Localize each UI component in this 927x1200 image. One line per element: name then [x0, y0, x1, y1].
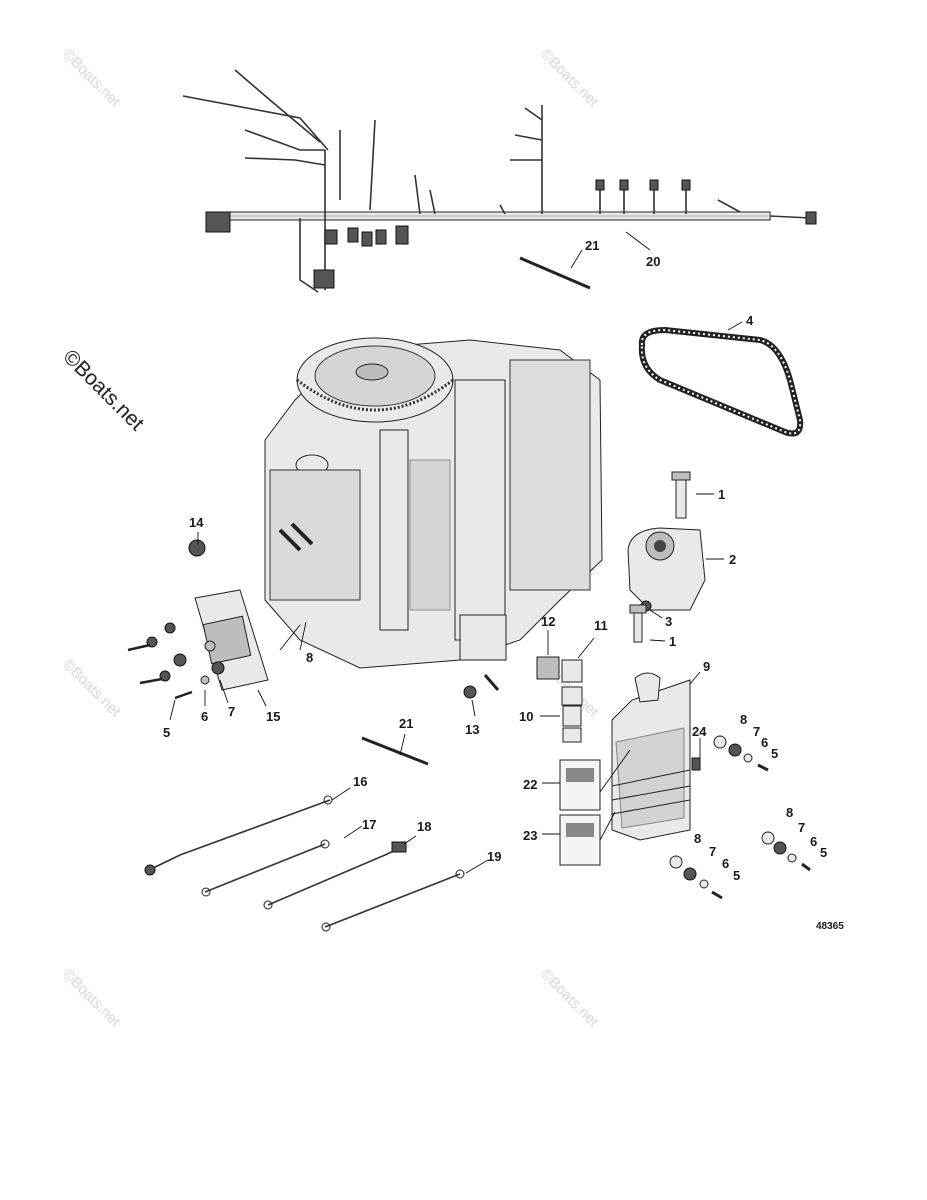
- drive-belt: [638, 326, 804, 437]
- leader-lines: [169, 231, 743, 874]
- callout-16: 16: [353, 774, 367, 789]
- watermark-mid-left: ©Boats.net: [59, 656, 124, 721]
- callout-3: 3: [665, 614, 672, 629]
- callout-5-left: 5: [163, 725, 170, 740]
- callout-5-right-bottom: 5: [820, 845, 827, 860]
- callout-8-left: 8: [306, 650, 313, 665]
- callout-20: 20: [646, 254, 660, 269]
- callout-7-left: 7: [228, 704, 235, 719]
- callout-8-bottom: 8: [694, 831, 701, 846]
- battery-cables: [144, 795, 465, 932]
- callout-1-bottom: 1: [669, 634, 676, 649]
- tie-strap-lower: [361, 736, 429, 766]
- watermark-top-left: ©Boats.net: [59, 46, 124, 111]
- callout-6-bottom: 6: [722, 856, 729, 871]
- callout-9: 9: [703, 659, 710, 674]
- watermark-main: ©Boats.net: [58, 345, 148, 435]
- callout-2: 2: [729, 552, 736, 567]
- callout-11: 11: [594, 618, 608, 633]
- wiring-harness: [182, 69, 817, 293]
- callout-21-bottom: 21: [399, 716, 413, 731]
- callout-6-right-top: 6: [761, 735, 768, 750]
- callout-4: 4: [746, 313, 754, 328]
- callout-12: 12: [541, 614, 555, 629]
- callout-8-right-top: 8: [740, 712, 747, 727]
- watermark-top-right: ©Boats.net: [537, 46, 602, 111]
- callout-17: 17: [362, 817, 376, 832]
- callout-23: 23: [523, 828, 537, 843]
- alternator-assembly: [627, 471, 706, 643]
- callout-labels: 1 1 2 3 4 5 5 5 5 6 6 6 6 7 7 7 7 8 8 8 …: [163, 238, 827, 883]
- regulator-module: [559, 672, 701, 866]
- callout-18: 18: [417, 819, 431, 834]
- callout-5-right-top: 5: [771, 746, 778, 761]
- callout-6-left: 6: [201, 709, 208, 724]
- hardware-groups: [669, 735, 811, 900]
- callout-19: 19: [487, 849, 501, 864]
- callout-8-right-bottom: 8: [786, 805, 793, 820]
- figure-number: 48365: [816, 921, 844, 932]
- callout-14: 14: [189, 515, 204, 530]
- callout-7-right-bottom: 7: [798, 820, 805, 835]
- callout-22: 22: [523, 777, 537, 792]
- engine-block: [264, 337, 603, 669]
- callout-13: 13: [465, 722, 479, 737]
- callout-24: 24: [692, 724, 707, 739]
- callout-5-bottom: 5: [733, 868, 740, 883]
- callout-6-right-bottom: 6: [810, 834, 817, 849]
- callout-10: 10: [519, 709, 533, 724]
- callout-15: 15: [266, 709, 280, 724]
- callout-21-top: 21: [585, 238, 599, 253]
- callout-1-top: 1: [718, 487, 725, 502]
- callout-7-right-top: 7: [753, 724, 760, 739]
- callout-7-bottom: 7: [709, 844, 716, 859]
- watermark-bottom-left: ©Boats.net: [59, 966, 124, 1031]
- relays: [463, 656, 583, 743]
- watermark-bottom-right: ©Boats.net: [537, 966, 602, 1031]
- control-module-plate: [127, 539, 269, 700]
